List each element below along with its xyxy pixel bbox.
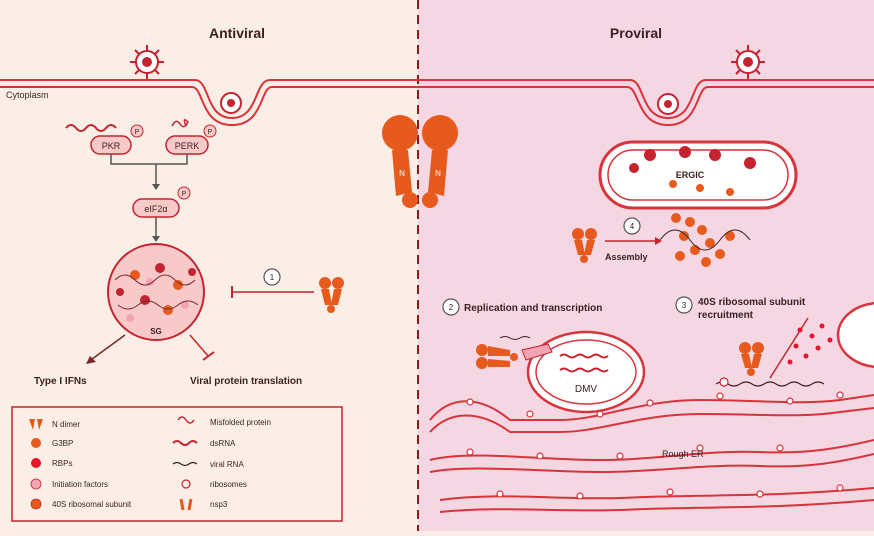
dsrna-icon — [172, 440, 198, 446]
n-label-right: N — [435, 169, 441, 178]
viral-rna-icon — [715, 381, 825, 387]
nsp3-icon — [521, 343, 553, 361]
arrow-type1 — [87, 334, 126, 363]
phospho-badge — [130, 124, 144, 138]
legend-label: N dimer — [52, 420, 80, 429]
legend-label: Initiation factors — [52, 480, 108, 489]
rbp-icon — [31, 458, 41, 468]
stress-granule: SG — [107, 243, 205, 341]
40s-subunit-icon — [30, 498, 42, 510]
step-badge — [675, 296, 693, 314]
n-dimer-icon — [319, 277, 344, 313]
n-dimer-large: N N — [382, 115, 458, 208]
misfolded-protein-icon — [171, 119, 189, 128]
viral-rna-icon — [172, 461, 198, 467]
ribosome-icon — [719, 377, 729, 387]
eif2a-box — [132, 198, 180, 218]
dsrna-icon — [65, 124, 117, 132]
ergic-label: ERGIC — [676, 170, 705, 180]
ergic-compartment: ERGIC — [598, 140, 798, 210]
dmv-vesicle: DMV — [526, 330, 646, 414]
proviral-panel-bg — [418, 0, 874, 531]
recruitment-label-1: 40S ribosomal subunit — [698, 297, 806, 308]
virus-icon — [130, 45, 164, 79]
legend-label: viral RNA — [210, 460, 244, 469]
phospho-label: P — [182, 191, 187, 198]
legend-label: RBPs — [52, 459, 72, 468]
n-dimer-icon — [476, 344, 518, 369]
plasma-membrane — [0, 79, 874, 127]
legend-label: 40S ribosomal subunit — [52, 500, 132, 509]
n-label-left: N — [399, 169, 405, 178]
n-dimer-icon — [572, 228, 597, 263]
eif2a-label: eIF2α — [144, 204, 167, 214]
initiation-factor-icon — [30, 478, 42, 490]
nsp3-icon — [179, 498, 193, 511]
step-badge — [263, 268, 281, 286]
phospho-badge — [177, 186, 191, 200]
antiviral-panel-bg — [0, 0, 418, 531]
proviral-title: Proviral — [610, 25, 662, 41]
pkr-label: PKR — [102, 141, 121, 151]
phospho-label: P — [208, 129, 213, 136]
step-number: 4 — [630, 222, 635, 231]
ribosome-icon — [181, 479, 191, 489]
arrow-head — [86, 356, 96, 364]
perk-label: PERK — [175, 141, 200, 151]
virus-icon — [657, 93, 679, 115]
step-number: 3 — [682, 301, 687, 310]
antiviral-title: Antiviral — [209, 25, 265, 41]
type1-ifns-label: Type I IFNs — [34, 376, 87, 387]
legend-label: G3BP — [52, 439, 73, 448]
legend-n-dimer-icon — [29, 419, 43, 430]
40s-recruitment-line — [769, 317, 809, 379]
assembly-cluster — [659, 213, 751, 267]
step-number: 2 — [449, 303, 454, 312]
recruitment-label-2: recruitment — [698, 310, 754, 321]
rough-er-label: Rough ER — [662, 449, 704, 459]
phospho-badge — [203, 124, 217, 138]
40s-subunit-scatter — [787, 323, 833, 365]
legend-label: Misfolded protein — [210, 418, 271, 427]
assembly-label: Assembly — [605, 252, 648, 262]
n-dimer-icon — [739, 342, 764, 376]
step-badge — [442, 298, 460, 316]
arrow-head — [655, 237, 662, 245]
pathway-connectors — [110, 154, 188, 242]
g3bp-icon — [31, 438, 41, 448]
misfolded-protein-icon — [177, 416, 195, 424]
replication-label: Replication and transcription — [464, 303, 602, 314]
step-badge — [623, 217, 641, 235]
legend-label: ribosomes — [210, 480, 247, 489]
dmv-vesicle-partial — [836, 302, 874, 368]
inhibition-bar — [202, 351, 215, 361]
phospho-label: P — [135, 129, 140, 136]
virus-icon — [731, 45, 765, 79]
step-number: 1 — [270, 273, 275, 282]
sg-label: SG — [150, 327, 162, 336]
cytoplasm-label: Cytoplasm — [6, 90, 49, 100]
ribosome-icons — [466, 391, 844, 500]
inhibit-translation-line — [189, 334, 209, 357]
viral-translation-label: Viral protein translation — [190, 376, 302, 387]
viral-rna-icon — [499, 336, 531, 340]
legend-label: dsRNA — [210, 439, 236, 448]
legend-box — [11, 406, 343, 522]
dmv-label: DMV — [575, 384, 598, 395]
virus-icon — [220, 92, 242, 114]
legend-label: nsp3 — [210, 500, 228, 509]
